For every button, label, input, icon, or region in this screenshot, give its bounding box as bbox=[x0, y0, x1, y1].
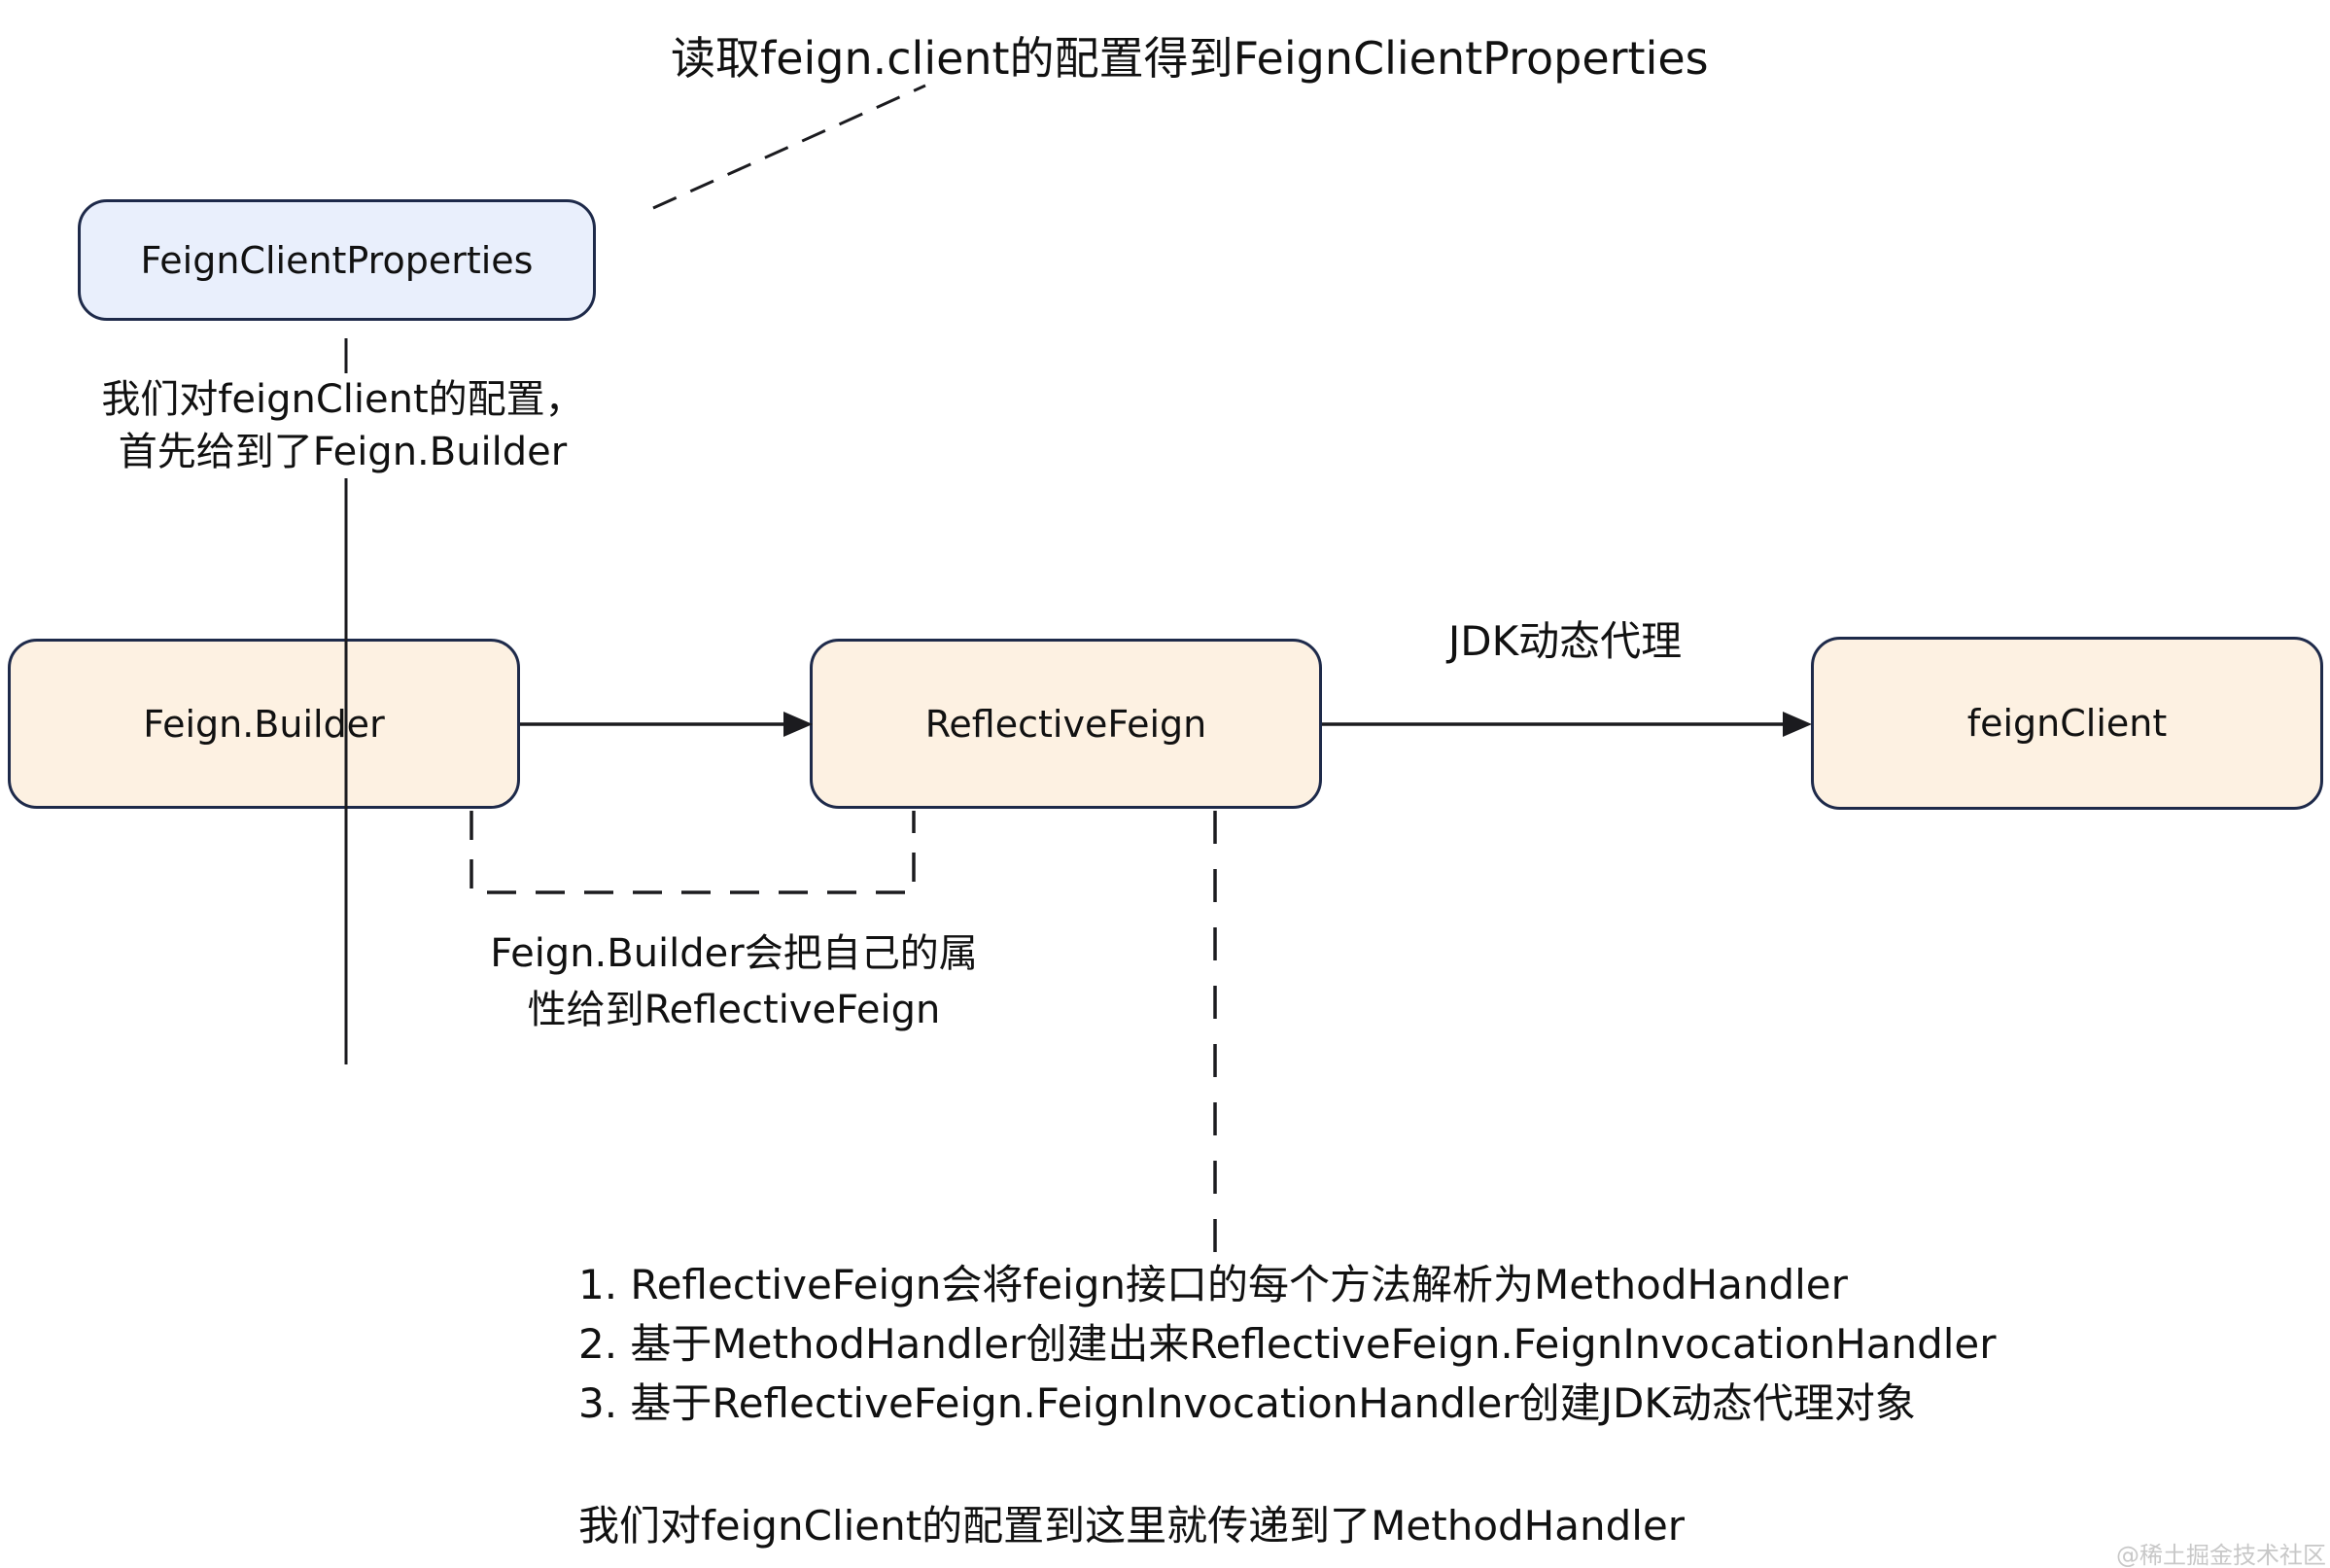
step-item: 2. 基于MethodHandler创建出来ReflectiveFeign.Fe… bbox=[578, 1320, 1997, 1368]
feign-client-node: feignClient bbox=[1811, 637, 2323, 810]
feign-client-properties-node: FeignClientProperties bbox=[78, 199, 596, 321]
watermark: @稀土掘金技术社区 bbox=[2116, 1542, 2326, 1568]
arrowhead-builder-to-reflective bbox=[783, 712, 813, 737]
node-label: Feign.Builder bbox=[143, 702, 385, 746]
node-label: FeignClientProperties bbox=[140, 238, 534, 282]
steps-list: 1. ReflectiveFeign会将feign接口的每个方法解析为Metho… bbox=[578, 1255, 1997, 1433]
node-label: feignClient bbox=[1966, 702, 2168, 745]
step-item: 1. ReflectiveFeign会将feign接口的每个方法解析为Metho… bbox=[578, 1261, 1848, 1308]
top-annotation: 读取feign.client的配置得到FeignClientProperties bbox=[671, 32, 1709, 85]
builder-props-annotation-line1: Feign.Builder会把自己的属 bbox=[490, 931, 978, 976]
feign-builder-node: Feign.Builder bbox=[8, 639, 520, 809]
builder-props-annotation: Feign.Builder会把自己的属 性给到ReflectiveFeign bbox=[403, 925, 1064, 1038]
conclusion-text: 我们对feignClient的配置到这里就传递到了MethodHandler bbox=[578, 1502, 1686, 1550]
node-label: ReflectiveFeign bbox=[924, 702, 1207, 746]
dashed-u-connector bbox=[469, 811, 916, 894]
arrowhead-reflective-to-client bbox=[1783, 712, 1812, 737]
jdk-proxy-label: JDK动态代理 bbox=[1447, 617, 1683, 665]
dashed-slant-connector bbox=[652, 84, 926, 210]
config-annotation-line1: 我们对feignClient的配置， bbox=[101, 377, 584, 422]
reflective-feign-node: ReflectiveFeign bbox=[810, 639, 1322, 809]
builder-props-annotation-line2: 性给到ReflectiveFeign bbox=[527, 988, 941, 1032]
step-item: 3. 基于ReflectiveFeign.FeignInvocationHand… bbox=[578, 1379, 1916, 1427]
config-annotation-line2: 首先给到了Feign.Builder bbox=[118, 430, 568, 474]
config-annotation: 我们对feignClient的配置， 首先给到了Feign.Builder bbox=[39, 373, 646, 478]
